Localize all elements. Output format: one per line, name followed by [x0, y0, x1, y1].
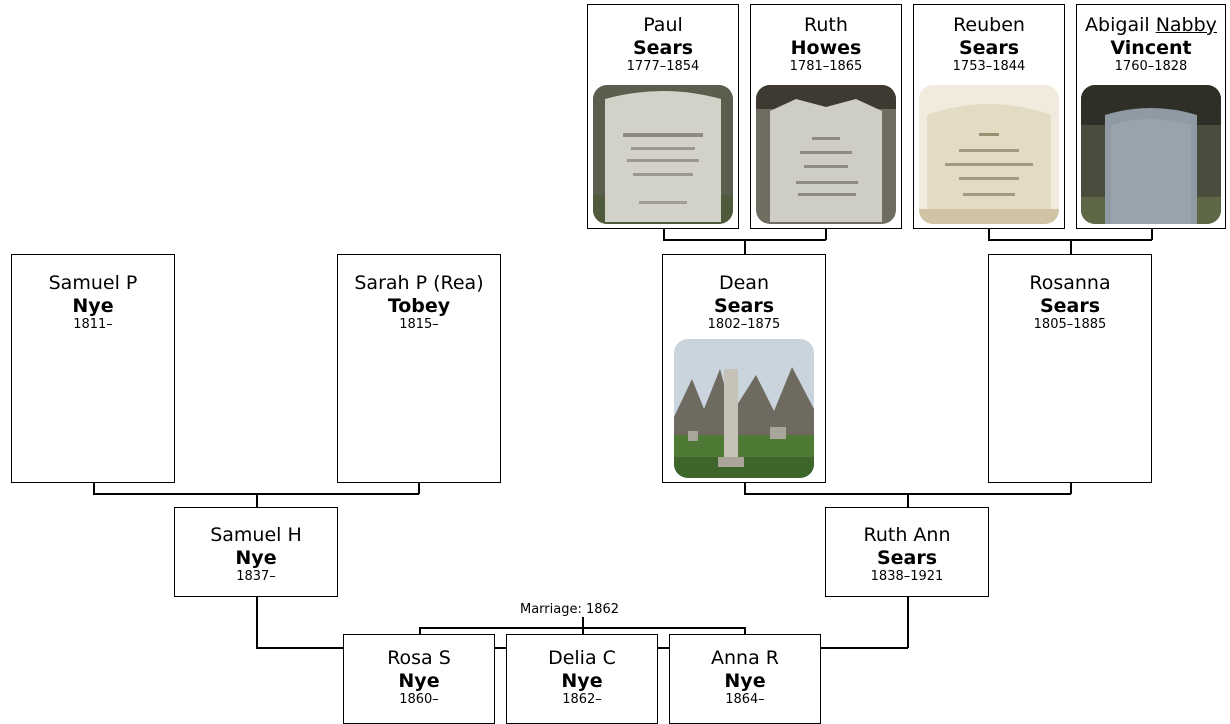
connector-line	[988, 228, 990, 240]
surname: Sears	[1039, 295, 1101, 317]
person-box-delia-c-nye[interactable]: Delia C Nye 1862–	[506, 634, 658, 724]
given-name: Delia C	[548, 647, 616, 669]
life-dates: 1781–1865	[789, 59, 863, 74]
given-name: Anna R	[711, 647, 779, 669]
connector-line	[582, 617, 584, 648]
person-box-samuel-p-nye[interactable]: Samuel P Nye 1811–	[11, 254, 175, 483]
given-name-first: Abigail	[1085, 14, 1150, 36]
gravestone-photo	[919, 85, 1059, 224]
given-name: Reuben	[953, 14, 1025, 36]
nickname: Nabby	[1155, 14, 1217, 36]
person-box-ruth-howes[interactable]: Ruth Howes 1781–1865	[750, 4, 902, 229]
person-box-reuben-sears[interactable]: Reuben Sears 1753–1844	[913, 4, 1065, 229]
surname: Howes	[790, 37, 862, 59]
life-dates: 1862–	[562, 692, 602, 707]
connector-line	[93, 482, 95, 494]
connector-line	[419, 627, 745, 629]
connector-line	[1070, 239, 1072, 254]
person-box-paul-sears[interactable]: Paul Sears 1777–1854	[587, 4, 739, 229]
given-name: Paul	[643, 14, 683, 36]
life-dates: 1777–1854	[626, 59, 700, 74]
life-dates: 1837–	[236, 569, 276, 584]
connector-line	[744, 482, 746, 494]
connector-line	[907, 493, 909, 508]
life-dates: 1753–1844	[952, 59, 1026, 74]
surname: Sears	[632, 37, 694, 59]
life-dates: 1802–1875	[707, 317, 781, 332]
gravestone-photo	[756, 85, 896, 224]
given-name: Ruth Ann	[863, 524, 951, 546]
surname: Sears	[958, 37, 1020, 59]
connector-line	[744, 627, 746, 635]
connector-line	[907, 596, 909, 648]
connector-line	[663, 228, 665, 240]
surname: Vincent	[1110, 37, 1192, 59]
life-dates: 1838–1921	[870, 569, 944, 584]
person-box-sarah-p-rea-tobey[interactable]: Sarah P (Rea) Tobey 1815–	[337, 254, 501, 483]
surname: Nye	[72, 295, 114, 317]
surname: Nye	[561, 670, 603, 692]
person-box-abigail-nabby-vincent[interactable]: Abigail Nabby Vincent 1760–1828	[1076, 4, 1226, 229]
given-name: Samuel P	[48, 272, 138, 294]
life-dates: 1860–	[399, 692, 439, 707]
person-box-anna-r-nye[interactable]: Anna R Nye 1864–	[669, 634, 821, 724]
life-dates: 1815–	[399, 317, 439, 332]
gravestone-photo	[1081, 85, 1221, 224]
surname: Nye	[398, 670, 440, 692]
given-name: Abigail Nabby	[1077, 13, 1225, 37]
connector-line	[825, 228, 827, 240]
person-box-rosa-s-nye[interactable]: Rosa S Nye 1860–	[343, 634, 495, 724]
connector-line	[1151, 228, 1153, 240]
marriage-label: Marriage: 1862	[518, 602, 622, 617]
surname: Sears	[713, 295, 775, 317]
connector-line	[256, 596, 258, 648]
connector-line	[418, 482, 420, 494]
given-name: Ruth	[804, 14, 848, 36]
life-dates: 1805–1885	[1033, 317, 1107, 332]
surname: Nye	[724, 670, 766, 692]
connector-line	[1070, 482, 1072, 494]
given-name: Dean	[718, 272, 769, 294]
connector-line	[256, 493, 258, 508]
gravestone-photo	[593, 85, 733, 224]
surname: Nye	[235, 547, 277, 569]
surname: Sears	[876, 547, 938, 569]
person-box-rosanna-sears[interactable]: Rosanna Sears 1805–1885	[988, 254, 1152, 483]
life-dates: 1760–1828	[1114, 59, 1188, 74]
person-box-samuel-h-nye[interactable]: Samuel H Nye 1837–	[174, 507, 338, 597]
person-box-ruth-ann-sears[interactable]: Ruth Ann Sears 1838–1921	[825, 507, 989, 597]
given-name: Rosa S	[387, 647, 451, 669]
person-box-dean-sears[interactable]: Dean Sears 1802–1875	[662, 254, 826, 483]
surname: Tobey	[387, 295, 451, 317]
life-dates: 1864–	[725, 692, 765, 707]
given-name: Rosanna	[1029, 272, 1111, 294]
connector-line	[419, 627, 421, 635]
cemetery-monument-photo	[674, 339, 814, 478]
given-name: Samuel H	[210, 524, 302, 546]
connector-line	[744, 239, 746, 254]
given-name: Sarah P (Rea)	[354, 272, 484, 294]
life-dates: 1811–	[73, 317, 113, 332]
